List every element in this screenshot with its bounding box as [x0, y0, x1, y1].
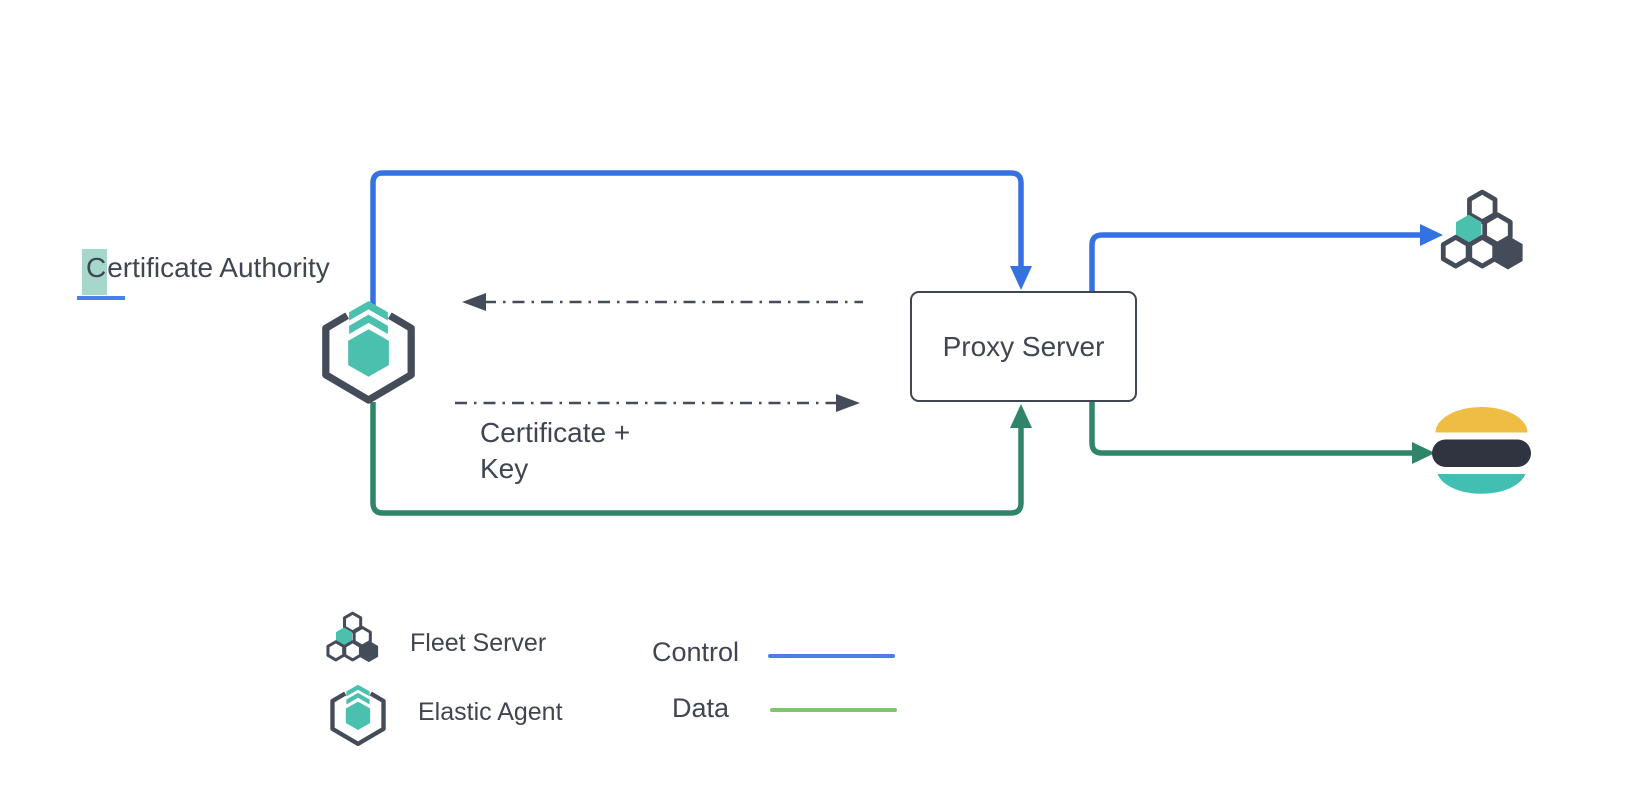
agent-hexagon-core	[348, 329, 389, 377]
certificate-authority-label-rest: ertificate Authority	[107, 252, 330, 283]
control-path-proxy-to-fleet	[1089, 232, 1420, 291]
fleet-hex-outline	[1467, 234, 1498, 269]
legend-data-line-swatch	[770, 708, 897, 712]
agent-bracket-outline	[330, 691, 386, 747]
agent-chevron-icon	[346, 684, 370, 697]
text-cursor-underline	[77, 296, 125, 300]
arrowhead-dashed-left	[462, 293, 486, 311]
agent-chevron-icon	[349, 314, 388, 335]
fleet-hex-teal	[1455, 214, 1482, 245]
legend-control-line-swatch	[768, 654, 895, 658]
legend-fleet-server-label: Fleet Server	[410, 629, 547, 657]
fleet-hex-dark	[1493, 235, 1523, 270]
elasticsearch-middle-bar	[1432, 439, 1531, 467]
agent-chevron-icon	[349, 301, 388, 321]
fleet-hex-teal	[335, 627, 353, 647]
elasticsearch-icon	[1432, 407, 1531, 494]
arrowhead-control-into-fleet	[1420, 224, 1443, 246]
agent-chevron-icon	[346, 692, 370, 705]
agent-bracket-outline	[322, 312, 415, 404]
proxy-server-node: Proxy Server	[910, 291, 1137, 402]
fleet-server-icon	[1440, 189, 1523, 270]
arrowhead-data-into-elasticsearch	[1412, 442, 1435, 464]
legend-elastic-agent-icon	[330, 684, 386, 747]
certificate-key-label: Certificate + Key	[480, 415, 630, 487]
fleet-hex-outline	[343, 640, 362, 662]
arrowhead-dashed-right	[836, 394, 860, 412]
fleet-hex-outline	[1467, 189, 1498, 225]
certificate-key-line2: Key	[480, 453, 529, 484]
agent-hexagon-core	[345, 701, 371, 730]
fleet-hex-outline	[1440, 234, 1471, 269]
fleet-hex-outline	[326, 640, 346, 662]
fleet-hex-dark	[359, 640, 379, 663]
data-path-agent-to-proxy	[370, 402, 1024, 516]
certificate-authority-label: Certificate Authority	[77, 249, 330, 300]
data-path-proxy-to-elasticsearch	[1089, 402, 1412, 456]
control-path-agent-to-proxy	[370, 170, 1024, 306]
legend-fleet-server-icon	[326, 611, 379, 663]
certificate-authority-highlighted-letter: C	[82, 249, 108, 295]
proxy-server-label: Proxy Server	[942, 330, 1105, 362]
legend-data-label: Data	[672, 693, 730, 723]
elastic-agent-icon	[322, 301, 415, 404]
legend-control-label: Control	[652, 637, 740, 667]
elasticsearch-top-arc	[1435, 407, 1528, 433]
arrowhead-data-into-proxy-bottom	[1010, 404, 1032, 428]
fleet-hex-outline	[343, 611, 363, 634]
certificate-key-line1: Certificate +	[480, 417, 631, 448]
elasticsearch-bottom-arc	[1437, 474, 1526, 494]
arrowhead-control-into-proxy-top	[1010, 266, 1032, 290]
legend-elastic-agent-label: Elastic Agent	[418, 698, 563, 726]
